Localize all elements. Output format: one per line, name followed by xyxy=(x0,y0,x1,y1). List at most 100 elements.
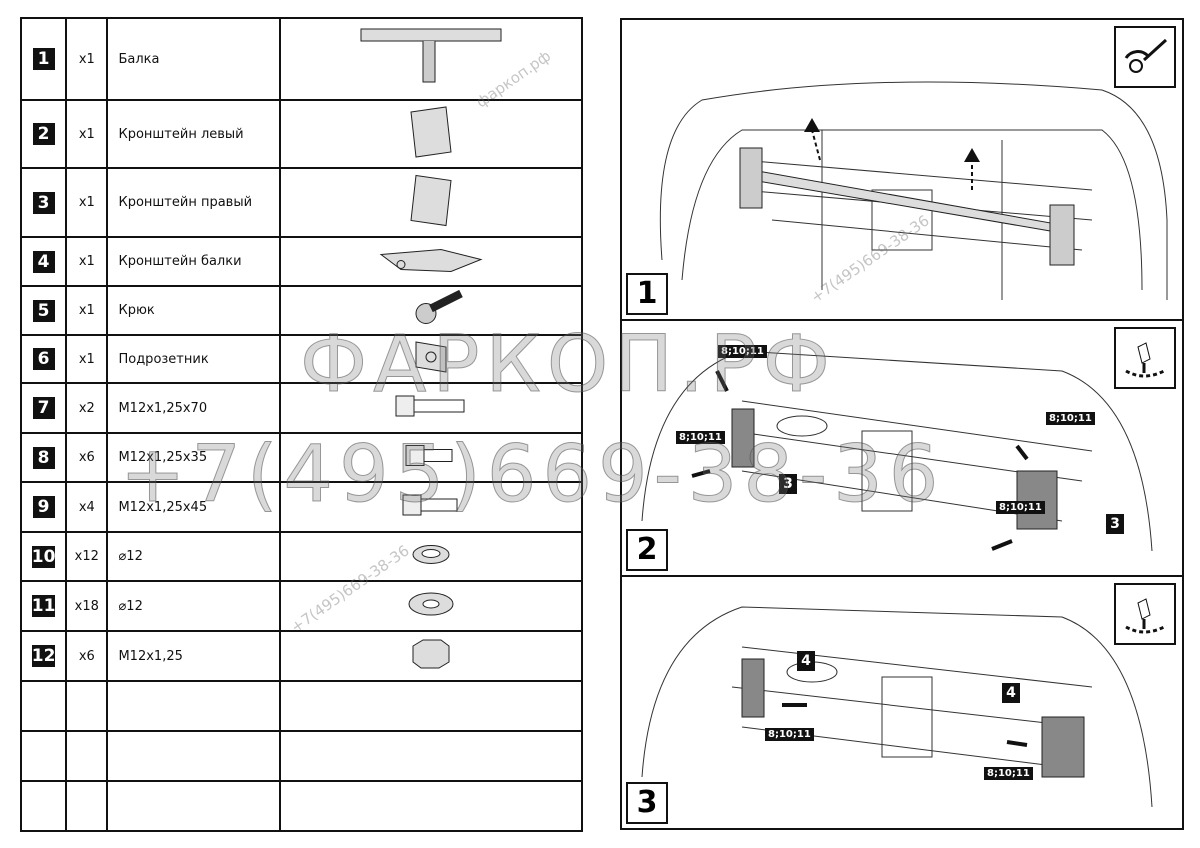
parts-row: 4 x1 Кронштейн балки xyxy=(19,236,583,287)
part-name: ⌀12 xyxy=(106,531,282,582)
parts-row: 2 x1 Кронштейн левый xyxy=(19,99,583,169)
part-name: M12x1,25x70 xyxy=(106,382,282,434)
part-image-cell xyxy=(279,334,583,384)
step-3-panel: 4 4 8;10;11 8;10;11 3 xyxy=(620,575,1184,830)
part-quantity: x1 xyxy=(65,99,109,169)
flat-washer-icon xyxy=(408,592,454,616)
step-number: 2 xyxy=(626,529,668,571)
empty-cell xyxy=(65,730,109,782)
parts-row: 12 x6 M12x1,25 xyxy=(19,630,583,682)
part-number-cell: 12 xyxy=(19,630,68,682)
step-1-drawing xyxy=(659,81,1168,300)
part-name: M12x1,25 xyxy=(106,630,282,682)
part-number-cell: 11 xyxy=(19,580,68,632)
part-number-cell: 1 xyxy=(19,17,68,101)
part-image-cell xyxy=(279,580,583,632)
empty-cell xyxy=(19,680,68,732)
part-callout: 4 xyxy=(1002,683,1020,703)
part-quantity: x6 xyxy=(65,432,109,483)
step-1-panel: 1 xyxy=(620,18,1184,321)
part-callout: 4 xyxy=(797,651,815,671)
beam-bracket-icon xyxy=(379,248,483,273)
part-image-cell xyxy=(279,236,583,287)
part-number-badge: 3 xyxy=(32,191,55,214)
part-quantity: x1 xyxy=(65,285,109,336)
part-image-cell xyxy=(279,99,583,169)
empty-cell xyxy=(19,730,68,782)
spring-washer-icon xyxy=(412,545,450,564)
empty-cell xyxy=(279,680,583,732)
part-name: Балка xyxy=(106,17,282,101)
part-number-cell: 10 xyxy=(19,531,68,582)
empty-cell xyxy=(106,680,282,732)
parts-row xyxy=(19,680,583,732)
part-image-cell xyxy=(279,285,583,336)
bolt-medium-icon xyxy=(402,494,458,516)
parts-row: 10 x12 ⌀12 xyxy=(19,531,583,582)
part-number-badge: 6 xyxy=(32,348,55,370)
part-name: Кронштейн балки xyxy=(106,236,282,287)
parts-row: 7 x2 M12x1,25x70 xyxy=(19,382,583,434)
tow-ball-icon xyxy=(415,289,463,324)
part-number-cell: 6 xyxy=(19,334,68,384)
parts-row: 11 x18 ⌀12 xyxy=(19,580,583,632)
part-number-badge: 5 xyxy=(32,299,55,322)
parts-row: 6 x1 Подрозетник xyxy=(19,334,583,384)
part-name: Крюк xyxy=(106,285,282,336)
step-2-panel: 8;10;11 8;10;11 8;10;11 8;10;11 3 3 2 xyxy=(620,319,1184,577)
empty-cell xyxy=(65,680,109,732)
part-quantity: x12 xyxy=(65,531,109,582)
step-number: 3 xyxy=(626,782,668,824)
part-name: Кронштейн левый xyxy=(106,99,282,169)
part-quantity: x1 xyxy=(65,236,109,287)
part-image-cell xyxy=(279,432,583,483)
parts-row xyxy=(19,780,583,832)
part-number-badge: 8 xyxy=(32,446,55,469)
part-number-cell: 9 xyxy=(19,481,68,533)
part-name: M12x1,25x35 xyxy=(106,432,282,483)
part-quantity: x4 xyxy=(65,481,109,533)
hand-tighten-icon xyxy=(1114,327,1176,389)
part-image-cell xyxy=(279,167,583,238)
step-2-drawing xyxy=(641,350,1153,552)
remove-tool-icon xyxy=(1114,26,1176,88)
fastener-label: 8;10;11 xyxy=(1046,412,1095,425)
part-image-cell xyxy=(279,630,583,682)
part-quantity: x6 xyxy=(65,630,109,682)
parts-row: 1 x1 Балка xyxy=(19,17,583,101)
part-number-badge: 10 xyxy=(31,545,56,568)
fastener-label: 8;10;11 xyxy=(765,728,814,741)
part-name: M12x1,25x45 xyxy=(106,481,282,533)
step-3-drawing xyxy=(641,606,1153,808)
bolt-short-icon xyxy=(405,445,453,466)
tow-beam-icon xyxy=(360,28,502,83)
empty-cell xyxy=(106,780,282,832)
bracket-right-icon xyxy=(410,174,452,227)
empty-cell xyxy=(65,780,109,832)
fastener-label: 8;10;11 xyxy=(996,501,1045,514)
parts-row xyxy=(19,730,583,782)
part-image-cell xyxy=(279,382,583,434)
part-callout: 3 xyxy=(779,474,797,494)
part-name: Подрозетник xyxy=(106,334,282,384)
part-image-cell xyxy=(279,531,583,582)
empty-cell xyxy=(279,730,583,782)
nut-icon xyxy=(412,639,450,669)
part-quantity: x2 xyxy=(65,382,109,434)
part-number-cell: 4 xyxy=(19,236,68,287)
step-number: 1 xyxy=(626,273,668,315)
part-quantity: x1 xyxy=(65,334,109,384)
parts-table: 1 x1 Балка 2 x1 Кронштейн левый 3 x1 Кро… xyxy=(19,17,583,832)
parts-row: 3 x1 Кронштейн правый xyxy=(19,167,583,238)
empty-cell xyxy=(19,780,68,832)
part-number-cell: 8 xyxy=(19,432,68,483)
part-callout: 3 xyxy=(1106,514,1124,534)
socket-plate-icon xyxy=(415,341,447,373)
part-quantity: x1 xyxy=(65,167,109,238)
fastener-label: 8;10;11 xyxy=(718,345,767,358)
fastener-label: 8;10;11 xyxy=(984,767,1033,780)
part-number-cell: 3 xyxy=(19,167,68,238)
bracket-left-icon xyxy=(410,106,452,158)
hand-tighten-icon xyxy=(1114,583,1176,645)
